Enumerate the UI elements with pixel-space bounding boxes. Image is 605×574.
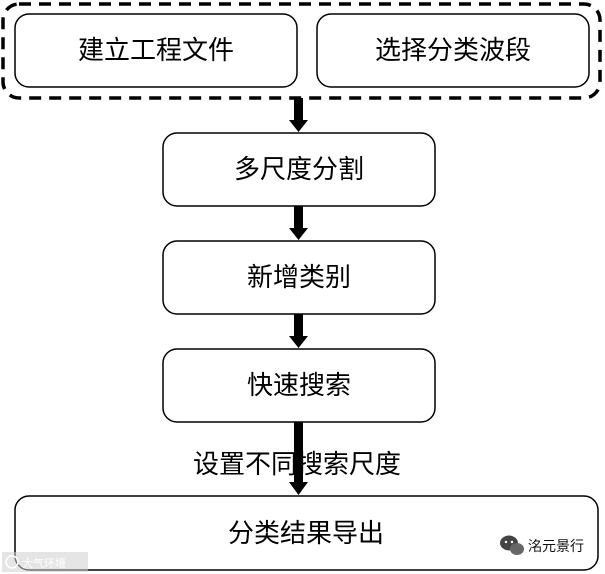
- node-quick-search-label: 快速搜索: [247, 371, 351, 401]
- node-create-project: 建立工程文件: [14, 13, 298, 88]
- arrow-segmentation-to-new-class: [289, 206, 308, 240]
- watermark-right: 洺元景行: [500, 535, 584, 555]
- group-container: [1, 2, 602, 100]
- node-add-class-label: 新增类别: [247, 263, 351, 293]
- edge-label-search-scale: 设置不同搜索尺度: [193, 450, 401, 480]
- watermark-left: 大气环境: [2, 552, 88, 572]
- node-quick-search: 快速搜索: [162, 348, 436, 423]
- node-add-class: 新增类别: [162, 240, 436, 315]
- arrow-group-to-segmentation: [289, 98, 308, 132]
- node-select-bands-label: 选择分类波段: [375, 36, 531, 66]
- node-multiscale-segmentation-label: 多尺度分割: [234, 155, 364, 185]
- node-select-bands: 选择分类波段: [316, 13, 590, 88]
- arrow-new-class-to-quick-search: [289, 314, 308, 348]
- node-multiscale-segmentation: 多尺度分割: [162, 132, 436, 207]
- watermark-left-text: 大气环境: [22, 556, 66, 570]
- watermark-logo-icon: [5, 555, 19, 569]
- wechat-icon: [500, 535, 524, 555]
- watermark-right-text: 洺元景行: [528, 539, 584, 555]
- node-export-result-label: 分类结果导出: [228, 519, 384, 549]
- arrow-quick-search-to-export: [289, 422, 308, 495]
- node-create-project-label: 建立工程文件: [78, 36, 234, 66]
- node-export-result: 分类结果导出: [14, 495, 599, 571]
